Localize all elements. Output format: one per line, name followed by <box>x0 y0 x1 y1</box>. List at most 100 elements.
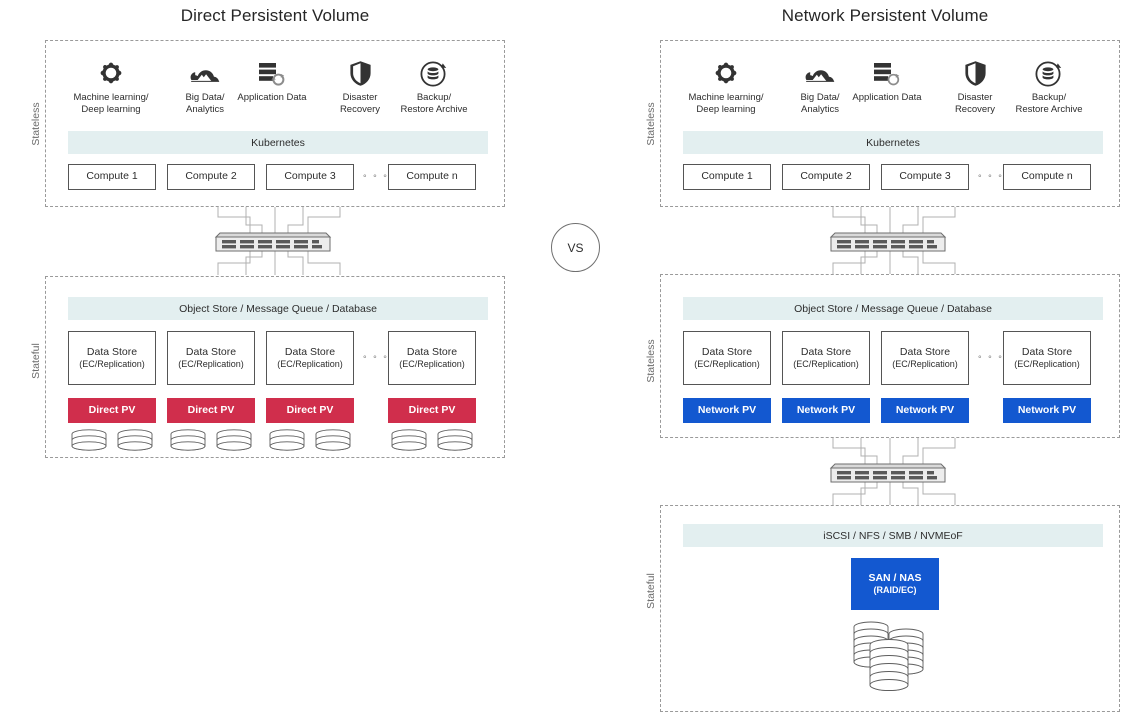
left-switch-links <box>217 207 341 275</box>
network-switch-icon-right-2 <box>829 463 947 483</box>
right-data-store-0-sub: (EC/Replication) <box>694 358 760 369</box>
workload-left-3: Disaster Recovery <box>314 57 406 115</box>
workload-right-1-label: Big Data/ Analytics <box>800 92 840 115</box>
left-data-store-0-sub: (EC/Replication) <box>79 358 145 369</box>
left-data-store-1-name: Data Store <box>185 345 237 358</box>
left-compute-node-3[interactable]: Compute n <box>388 164 476 190</box>
shield-icon <box>349 57 372 87</box>
workload-right-4: Backup/ Restore Archive <box>1003 57 1095 115</box>
disk-pair-icon-left-3 <box>391 429 473 451</box>
workload-left-2: Application Data <box>226 57 318 104</box>
right-network-pv-3[interactable]: Network PV <box>1003 398 1091 423</box>
left-data-store-2[interactable]: Data Store (EC/Replication) <box>266 331 354 385</box>
right-data-store-2-sub: (EC/Replication) <box>892 358 958 369</box>
right-network-pv-2[interactable]: Network PV <box>881 398 969 423</box>
disk-stack-icon <box>853 621 924 691</box>
workload-left-0-label: Machine learning/ Deep learning <box>73 92 149 115</box>
right-orchestrator-bar: Kubernetes <box>683 131 1103 154</box>
gear-ring-icon <box>713 57 739 87</box>
left-data-store-0[interactable]: Data Store (EC/Replication) <box>68 331 156 385</box>
left-direct-pv-3[interactable]: Direct PV <box>388 398 476 423</box>
right-compute-node-3[interactable]: Compute n <box>1003 164 1091 190</box>
left-compute-node-0[interactable]: Compute 1 <box>68 164 156 190</box>
right-switch-2-links <box>832 438 956 506</box>
workload-left-3-label: Disaster Recovery <box>339 92 381 115</box>
left-data-store-2-sub: (EC/Replication) <box>277 358 343 369</box>
side-label-right-stateless-1: Stateless <box>645 102 657 146</box>
workload-left-4: Backup/ Restore Archive <box>388 57 480 115</box>
left-direct-pv-0[interactable]: Direct PV <box>68 398 156 423</box>
left-data-store-3-sub: (EC/Replication) <box>399 358 465 369</box>
right-data-store-1-sub: (EC/Replication) <box>793 358 859 369</box>
workload-right-2-label: Application Data <box>852 92 922 103</box>
left-orchestrator-bar: Kubernetes <box>68 131 488 154</box>
right-data-store-ellipsis: ° ° ° <box>978 354 1004 364</box>
right-data-store-3-sub: (EC/Replication) <box>1014 358 1080 369</box>
right-data-store-2[interactable]: Data Store (EC/Replication) <box>881 331 969 385</box>
left-data-store-2-name: Data Store <box>284 345 336 358</box>
cloud-mountain-icon <box>190 57 220 87</box>
right-data-store-0-name: Data Store <box>701 345 753 358</box>
left-data-store-ellipsis: ° ° ° <box>363 354 389 364</box>
left-data-store-0-name: Data Store <box>86 345 138 358</box>
page-title-left: Direct Persistent Volume <box>180 6 370 25</box>
disk-pair-icon-left-2 <box>269 429 351 451</box>
san-nas-name: SAN / NAS <box>868 572 922 585</box>
vs-badge: VS <box>551 223 600 272</box>
left-services-bar: Object Store / Message Queue / Database <box>68 297 488 320</box>
workload-right-1: Big Data/ Analytics <box>774 57 866 115</box>
shield-icon <box>964 57 987 87</box>
right-services-bar: Object Store / Message Queue / Database <box>683 297 1103 320</box>
workload-right-2: Application Data <box>841 57 933 104</box>
side-label-left-stateless: Stateless <box>30 102 42 146</box>
side-label-left-stateful: Stateful <box>30 343 42 379</box>
right-data-store-1[interactable]: Data Store (EC/Replication) <box>782 331 870 385</box>
database-restore-icon <box>420 57 448 87</box>
server-refresh-icon <box>873 57 901 87</box>
vs-label: VS <box>567 240 584 255</box>
side-label-right-stateful: Stateful <box>645 573 657 609</box>
disk-pair-icon-left-1 <box>170 429 252 451</box>
workload-right-3: Disaster Recovery <box>929 57 1021 115</box>
server-refresh-icon <box>258 57 286 87</box>
workload-left-0: Machine learning/ Deep learning <box>65 57 157 115</box>
workload-right-4-label: Backup/ Restore Archive <box>1015 92 1083 115</box>
left-compute-node-1[interactable]: Compute 2 <box>167 164 255 190</box>
network-switch-icon-left <box>214 232 332 252</box>
workload-left-1: Big Data/ Analytics <box>159 57 251 115</box>
right-compute-node-2[interactable]: Compute 3 <box>881 164 969 190</box>
workload-right-0-label: Machine learning/ Deep learning <box>688 92 764 115</box>
right-compute-node-1[interactable]: Compute 2 <box>782 164 870 190</box>
left-data-store-3[interactable]: Data Store (EC/Replication) <box>388 331 476 385</box>
database-restore-icon <box>1035 57 1063 87</box>
right-data-store-3-name: Data Store <box>1021 345 1073 358</box>
right-data-store-0[interactable]: Data Store (EC/Replication) <box>683 331 771 385</box>
right-data-store-1-name: Data Store <box>800 345 852 358</box>
workload-right-0: Machine learning/ Deep learning <box>680 57 772 115</box>
right-network-pv-1[interactable]: Network PV <box>782 398 870 423</box>
disk-pair-icon-left-0 <box>71 429 153 451</box>
left-data-store-1-sub: (EC/Replication) <box>178 358 244 369</box>
left-direct-pv-1[interactable]: Direct PV <box>167 398 255 423</box>
workload-left-2-label: Application Data <box>237 92 307 103</box>
right-compute-ellipsis: ° ° ° <box>978 173 1004 183</box>
left-direct-pv-2[interactable]: Direct PV <box>266 398 354 423</box>
workload-left-4-label: Backup/ Restore Archive <box>400 92 468 115</box>
right-switch-1-links <box>832 207 956 275</box>
left-data-store-1[interactable]: Data Store (EC/Replication) <box>167 331 255 385</box>
san-nas-box[interactable]: SAN / NAS (RAID/EC) <box>851 558 939 610</box>
network-switch-icon-right-1 <box>829 232 947 252</box>
workload-left-1-label: Big Data/ Analytics <box>185 92 225 115</box>
right-data-store-2-name: Data Store <box>899 345 951 358</box>
san-nas-sub: (RAID/EC) <box>873 584 917 595</box>
right-network-pv-0[interactable]: Network PV <box>683 398 771 423</box>
right-compute-node-0[interactable]: Compute 1 <box>683 164 771 190</box>
workload-right-3-label: Disaster Recovery <box>954 92 996 115</box>
right-data-store-3[interactable]: Data Store (EC/Replication) <box>1003 331 1091 385</box>
side-label-right-stateless-2: Stateless <box>645 339 657 383</box>
left-compute-node-2[interactable]: Compute 3 <box>266 164 354 190</box>
left-compute-ellipsis: ° ° ° <box>363 173 389 183</box>
cloud-mountain-icon <box>805 57 835 87</box>
page-title-right: Network Persistent Volume <box>781 6 989 25</box>
gear-ring-icon <box>98 57 124 87</box>
